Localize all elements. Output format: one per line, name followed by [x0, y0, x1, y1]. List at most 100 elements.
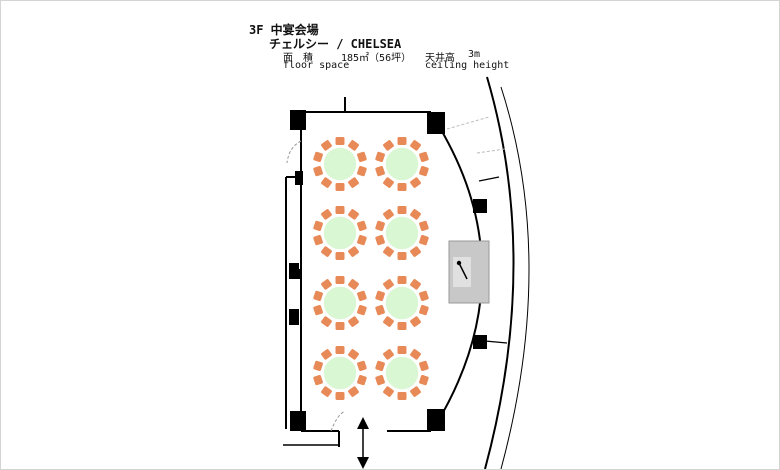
- chair: [375, 304, 385, 316]
- chair: [321, 209, 332, 220]
- chair: [383, 316, 394, 327]
- chair: [383, 140, 394, 151]
- chair: [383, 386, 394, 397]
- chair: [397, 206, 407, 214]
- chair: [410, 386, 421, 397]
- ceiling-value: 3m: [468, 49, 481, 60]
- column: [290, 411, 306, 431]
- chair: [397, 183, 407, 191]
- chair: [410, 316, 421, 327]
- chair: [348, 246, 359, 257]
- round-table: [322, 355, 358, 391]
- column: [427, 112, 445, 134]
- chair: [313, 374, 323, 386]
- microphone-stand-icon: [458, 262, 468, 280]
- chair: [419, 234, 429, 246]
- chair: [397, 276, 407, 284]
- chair: [335, 346, 345, 354]
- chair: [348, 140, 359, 151]
- chair: [375, 290, 385, 302]
- chair: [357, 234, 367, 246]
- round-table-set: [375, 276, 429, 330]
- chair: [410, 177, 421, 188]
- chair: [357, 165, 367, 177]
- chair: [397, 137, 407, 145]
- chair: [348, 177, 359, 188]
- chair: [383, 279, 394, 290]
- round-table-set: [375, 137, 429, 191]
- door-swing: [286, 140, 302, 164]
- chair: [357, 290, 367, 302]
- floor-title: 3F 中宴会場: [249, 23, 319, 37]
- column: [473, 335, 487, 349]
- chair: [419, 290, 429, 302]
- chair: [321, 140, 332, 151]
- chair: [375, 360, 385, 372]
- round-table-set: [313, 276, 367, 330]
- wall-fixture: [295, 171, 303, 185]
- chair: [419, 220, 429, 232]
- microphone-icon: [456, 260, 462, 266]
- round-table-set: [313, 206, 367, 260]
- chair: [383, 177, 394, 188]
- chair: [410, 140, 421, 151]
- wall-fixture: [292, 269, 302, 279]
- chair: [375, 151, 385, 163]
- divider-dashed: [476, 148, 506, 154]
- entrance-arrow-up-icon: [357, 417, 369, 429]
- chair: [397, 392, 407, 400]
- chair: [321, 177, 332, 188]
- round-table-set: [375, 346, 429, 400]
- chair: [410, 279, 421, 290]
- chair: [335, 137, 345, 145]
- outer-curved-wall-line: [500, 86, 530, 469]
- door-swing: [330, 410, 346, 432]
- room-name: チェルシー / CHELSEA: [269, 37, 402, 51]
- chair: [375, 165, 385, 177]
- round-table: [322, 146, 358, 182]
- podium: [453, 257, 471, 287]
- chair: [383, 209, 394, 220]
- chair: [357, 374, 367, 386]
- round-table-set: [375, 206, 429, 260]
- area-value: 185㎡（56坪）: [341, 53, 412, 64]
- ceiling-label-jp: 天井高: [425, 53, 455, 64]
- chair: [313, 290, 323, 302]
- round-table-set: [313, 346, 367, 400]
- chair: [357, 151, 367, 163]
- chair: [397, 252, 407, 260]
- chair: [313, 165, 323, 177]
- chair: [348, 349, 359, 360]
- ceiling-label-en: ceiling height: [425, 60, 510, 71]
- chair: [321, 246, 332, 257]
- chair: [321, 349, 332, 360]
- round-table: [322, 215, 358, 251]
- chair: [313, 151, 323, 163]
- entrance-arrow-down-icon: [357, 457, 369, 469]
- round-table: [384, 215, 420, 251]
- column: [427, 409, 445, 431]
- outer-curved-wall: [484, 76, 515, 469]
- chair: [313, 220, 323, 232]
- chair: [397, 322, 407, 330]
- round-table: [322, 285, 358, 321]
- chair: [348, 316, 359, 327]
- chair: [357, 304, 367, 316]
- window-mark: [478, 176, 500, 182]
- chair: [348, 386, 359, 397]
- chair: [383, 349, 394, 360]
- chair: [419, 360, 429, 372]
- chair: [375, 374, 385, 386]
- chair: [383, 246, 394, 257]
- chair: [321, 386, 332, 397]
- chair: [335, 252, 345, 260]
- round-table: [384, 146, 420, 182]
- chair: [335, 206, 345, 214]
- chair: [410, 209, 421, 220]
- chair: [335, 183, 345, 191]
- chair: [419, 304, 429, 316]
- chair: [357, 360, 367, 372]
- chair: [397, 346, 407, 354]
